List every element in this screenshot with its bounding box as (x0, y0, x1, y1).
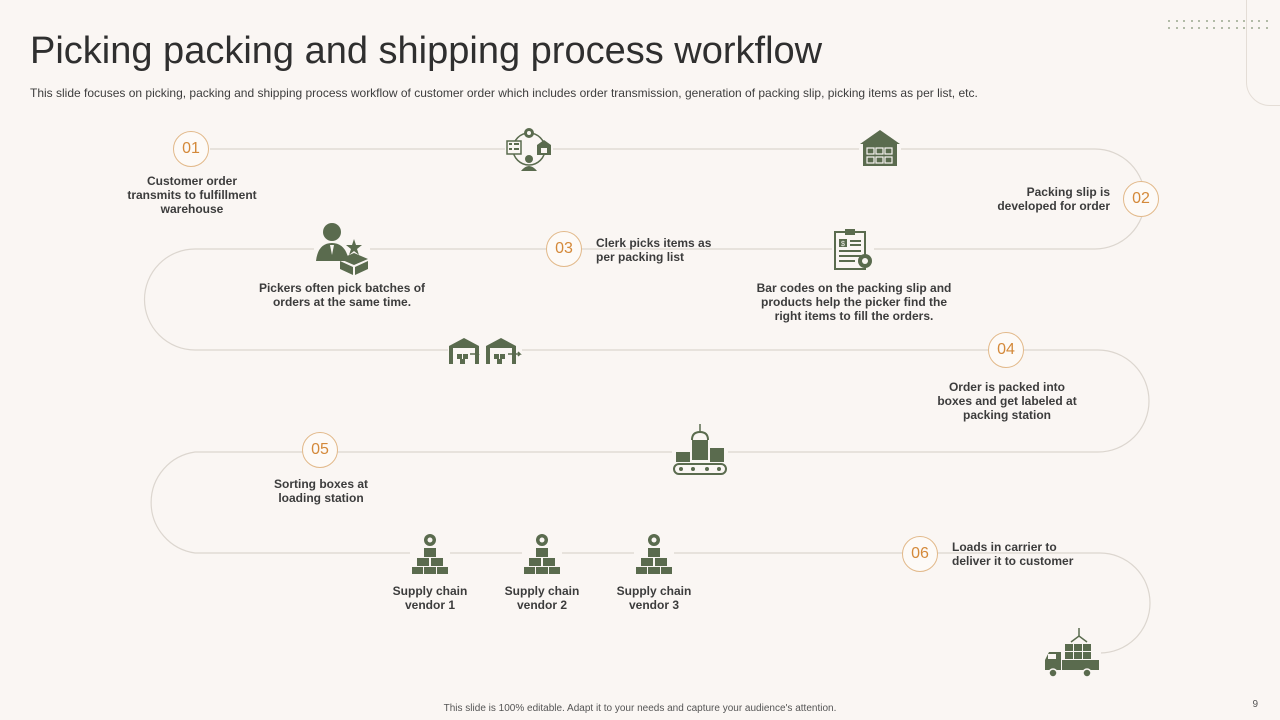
page-number: 9 (1252, 699, 1258, 710)
decor-dot (1168, 20, 1170, 22)
decor-dot (1243, 27, 1245, 29)
decor-dot (1258, 20, 1260, 22)
decor-dot (1190, 27, 1193, 29)
decor-dot (1175, 27, 1178, 29)
step-label-05: Sorting boxes at loading station (273, 477, 368, 505)
slide-subtitle: This slide focuses on picking, packing a… (30, 86, 978, 100)
decor-dot (1205, 20, 1208, 22)
step-label-01: Customer order transmits to fulfillment … (127, 174, 257, 216)
decor-dot (1228, 27, 1230, 29)
decor-dot (1175, 20, 1178, 22)
decor-dot (1228, 20, 1230, 22)
svg-text:$: $ (841, 241, 845, 248)
delivery-truck-icon (1043, 626, 1101, 682)
supply-chain-icon (410, 532, 450, 574)
conveyor-icon (672, 424, 728, 478)
decor-dot (1168, 27, 1170, 29)
decor-dot (1220, 27, 1223, 29)
vendor-label-1: Supply chain vendor 1 (392, 584, 468, 612)
order-process-icon (505, 125, 553, 173)
decor-dot (1183, 27, 1185, 29)
warehouse-icon (859, 128, 901, 168)
decor-dot (1250, 20, 1253, 22)
decor-dot (1265, 27, 1268, 29)
pickers-note: Pickers often pick batches of orders at … (258, 281, 426, 309)
decor-dot (1190, 20, 1193, 22)
barcodes-note: Bar codes on the packing slip and produc… (756, 281, 952, 323)
supply-chain-icon (634, 532, 674, 574)
decor-dot (1258, 27, 1260, 29)
dot-pattern-decoration (1168, 20, 1272, 32)
packing-slip-icon: $ (832, 228, 874, 272)
step-number-01: 01 (173, 131, 209, 167)
decor-dot (1213, 27, 1215, 29)
step-label-06: Loads in carrier to deliver it to custom… (952, 540, 1074, 568)
step-number-05: 05 (302, 432, 338, 468)
decor-dot (1235, 20, 1238, 22)
step-number-03: 03 (546, 231, 582, 267)
decor-dot (1235, 27, 1238, 29)
decor-dot (1265, 20, 1268, 22)
step-number-06: 06 (902, 536, 938, 572)
warehouse-transfer-icon (448, 336, 522, 366)
decor-dot (1183, 20, 1185, 22)
step-number-04: 04 (988, 332, 1024, 368)
decor-dot (1250, 27, 1253, 29)
slide-title: Picking packing and shipping process wor… (30, 30, 823, 72)
vendor-label-3: Supply chain vendor 3 (616, 584, 692, 612)
vendor-label-2: Supply chain vendor 2 (504, 584, 580, 612)
picker-icon (314, 221, 370, 277)
step-number-02: 02 (1123, 181, 1159, 217)
decor-dot (1198, 20, 1200, 22)
supply-chain-icon (522, 532, 562, 574)
step-label-03: Clerk picks items as per packing list (596, 236, 712, 264)
footer-note: This slide is 100% editable. Adapt it to… (443, 703, 837, 714)
step-label-02: Packing slip is developed for order (997, 185, 1110, 213)
decor-dot (1220, 20, 1223, 22)
decor-dot (1213, 20, 1215, 22)
step-label-04: Order is packed into boxes and get label… (937, 380, 1077, 422)
decor-dot (1205, 27, 1208, 29)
decor-dot (1243, 20, 1245, 22)
decor-dot (1198, 27, 1200, 29)
